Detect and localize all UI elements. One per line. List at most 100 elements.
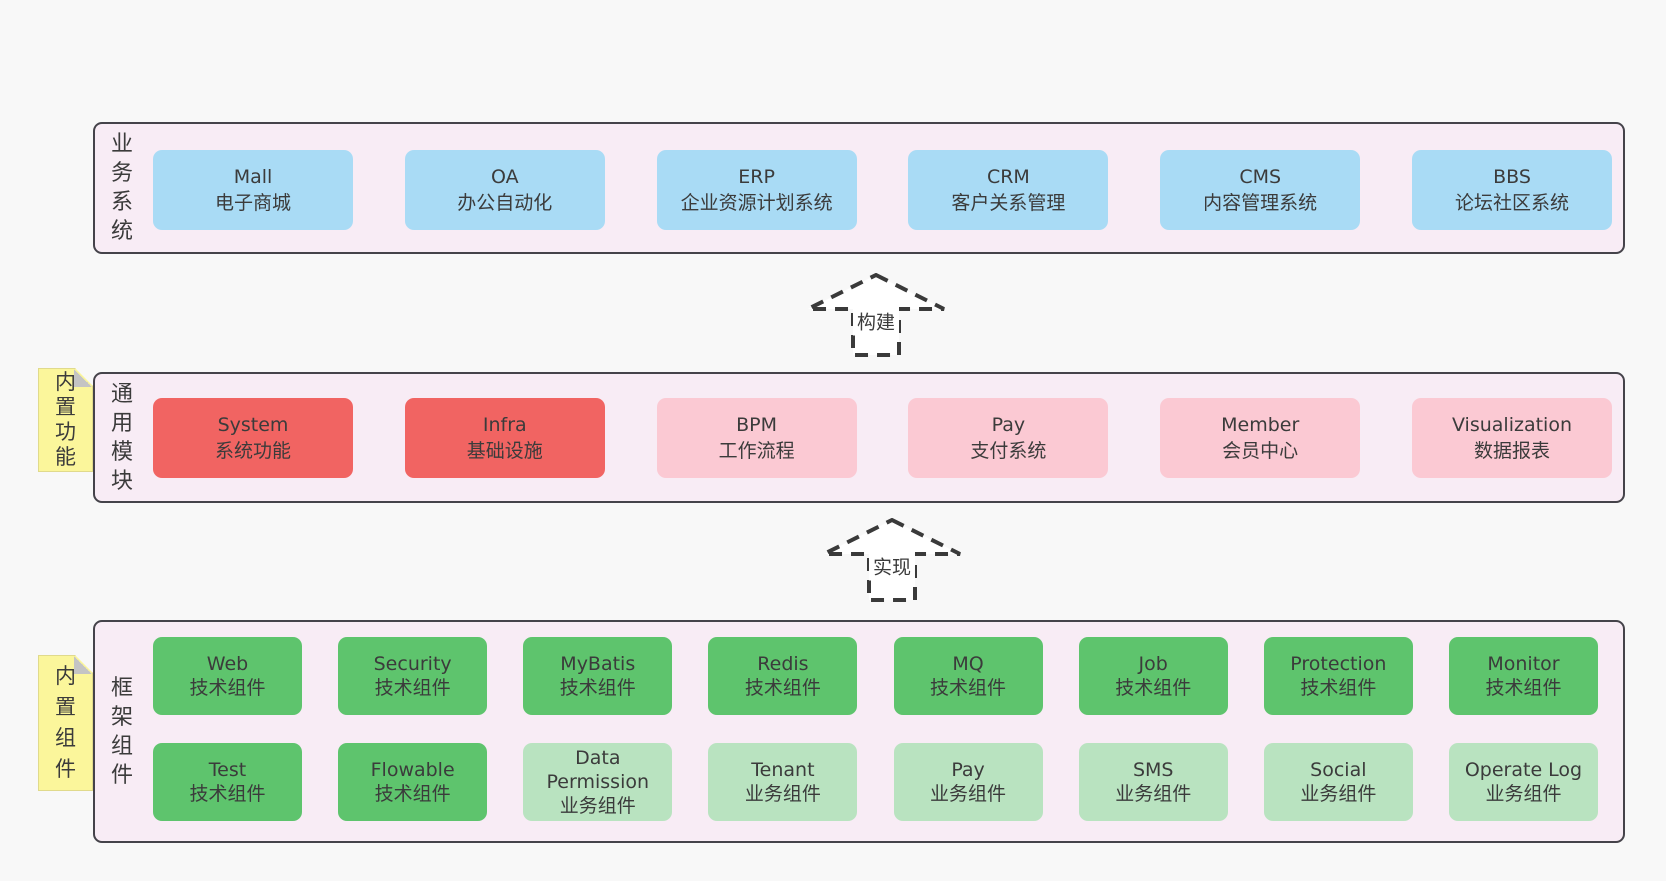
box-subtitle: 会员中心 <box>1222 440 1299 462</box>
box-security: Security 技术组件 <box>338 637 488 715</box>
layer-label: 业务系统 <box>110 132 133 244</box>
box-web: Web 技术组件 <box>153 637 302 715</box>
box-test: Test 技术组件 <box>153 743 302 821</box>
box-subtitle: 业务组件 <box>559 795 636 817</box>
box-title: BBS <box>1493 166 1531 188</box>
layer-label: 框架组件 <box>110 675 133 788</box>
box-mq: MQ 技术组件 <box>893 637 1043 715</box>
box-subtitle: 业务组件 <box>930 783 1007 805</box>
box-erp: ERP 企业资源计划系统 <box>656 150 857 230</box>
arrow-label: 实现 <box>868 551 916 581</box>
box-title: SMS <box>1132 759 1174 781</box>
box-cms: CMS 内容管理系统 <box>1160 150 1361 230</box>
box-tenant: Tenant 业务组件 <box>708 743 858 821</box>
box-title: MQ <box>952 653 984 675</box>
box-subtitle: 论坛社区系统 <box>1454 192 1569 214</box>
box-subtitle: 技术组件 <box>1115 677 1192 699</box>
box-mall: Mall 电子商城 <box>153 150 353 230</box>
box-title: Infra <box>482 414 527 436</box>
box-row: System 系统功能 Infra 基础设施 BPM 工作流程 Pay 支付系统… <box>153 398 1612 478</box>
box-title: Test <box>208 759 247 781</box>
box-title: CMS <box>1239 166 1282 188</box>
box-flowable: Flowable 技术组件 <box>338 743 488 821</box>
arrow-implement: 实现 <box>822 518 962 602</box>
box-title: Visualization <box>1451 414 1572 436</box>
box-title: Pay <box>991 414 1026 436</box>
box-row: Test 技术组件 Flowable 技术组件 Data Permission … <box>153 743 1598 821</box>
box-crm: CRM 客户关系管理 <box>908 150 1109 230</box>
box-title: Security <box>373 653 452 675</box>
box-social: Social 业务组件 <box>1263 743 1413 821</box>
box-subtitle: 技术组件 <box>374 783 451 805</box>
box-title: Pay <box>951 759 985 781</box>
box-subtitle: 企业资源计划系统 <box>680 192 833 214</box>
box-subtitle: 内容管理系统 <box>1203 192 1318 214</box>
sticky-note-text: 内置组件 <box>55 664 76 781</box>
box-mybatis: MyBatis 技术组件 <box>523 637 673 715</box>
box-subtitle: 业务组件 <box>1300 783 1377 805</box>
box-visualization: Visualization 数据报表 <box>1411 398 1612 478</box>
box-subtitle: 系统功能 <box>214 440 291 462</box>
box-title: CRM <box>986 166 1030 188</box>
arrow-build: 构建 <box>806 273 946 357</box>
box-title: Web <box>206 653 249 675</box>
box-title: Operate Log <box>1464 759 1583 781</box>
box-job: Job 技术组件 <box>1078 637 1228 715</box>
box-bpm: BPM 工作流程 <box>656 398 857 478</box>
box-subtitle: 数据报表 <box>1473 440 1550 462</box>
box-member: Member 会员中心 <box>1160 398 1361 478</box>
box-bbs: BBS 论坛社区系统 <box>1411 150 1612 230</box>
box-row: Mall 电子商城 OA 办公自动化 ERP 企业资源计划系统 CRM 客户关系… <box>153 150 1612 230</box>
box-infra: Infra 基础设施 <box>404 398 605 478</box>
box-title: Member <box>1221 414 1300 436</box>
sticky-note-text: 内置功能 <box>55 370 76 469</box>
arrow-label: 构建 <box>852 306 900 336</box>
box-subtitle: 业务组件 <box>1485 783 1562 805</box>
box-subtitle: 业务组件 <box>744 783 821 805</box>
box-title: ERP <box>738 166 775 188</box>
box-subtitle: 支付系统 <box>970 440 1047 462</box>
layer-label: 通用模块 <box>110 381 133 494</box>
box-operate-log: Operate Log 业务组件 <box>1448 743 1598 821</box>
box-oa: OA 办公自动化 <box>404 150 605 230</box>
folded-corner-icon <box>74 369 92 387</box>
box-subtitle: 技术组件 <box>930 677 1007 699</box>
box-pay: Pay 支付系统 <box>908 398 1109 478</box>
box-title: Flowable <box>370 759 455 781</box>
box-title: Mall <box>233 166 273 188</box>
box-redis: Redis 技术组件 <box>708 637 858 715</box>
layer-common-modules: 通用模块 System 系统功能 Infra 基础设施 BPM 工作流程 Pay… <box>93 372 1625 503</box>
box-subtitle: 技术组件 <box>744 677 821 699</box>
box-subtitle: 工作流程 <box>718 440 795 462</box>
box-subtitle: 技术组件 <box>374 677 451 699</box>
box-title: Redis <box>757 653 809 675</box>
box-monitor: Monitor 技术组件 <box>1448 637 1598 715</box>
box-subtitle: 基础设施 <box>466 440 543 462</box>
box-title: MyBatis <box>560 653 636 675</box>
sticky-note-built-in-functions: 内置功能 <box>38 368 93 472</box>
box-subtitle: 技术组件 <box>189 783 266 805</box>
box-subtitle: 办公自动化 <box>457 192 553 214</box>
box-subtitle: 客户关系管理 <box>951 192 1066 214</box>
box-subtitle: 技术组件 <box>189 677 266 699</box>
box-title: Monitor <box>1487 653 1560 675</box>
box-subtitle: 技术组件 <box>559 677 636 699</box>
box-sms: SMS 业务组件 <box>1078 743 1228 821</box>
box-pay-component: Pay 业务组件 <box>893 743 1043 821</box>
box-row: Web 技术组件 Security 技术组件 MyBatis 技术组件 Redi… <box>153 637 1598 715</box>
box-data-permission: Data Permission 业务组件 <box>523 743 673 821</box>
layer-business-systems: 业务系统 Mall 电子商城 OA 办公自动化 ERP 企业资源计划系统 CRM… <box>93 122 1625 254</box>
box-title: Job <box>1138 653 1168 675</box>
sticky-note-built-in-components: 内置组件 <box>38 655 93 791</box>
box-title: Protection <box>1290 653 1387 675</box>
box-protection: Protection 技术组件 <box>1263 637 1413 715</box>
box-title: OA <box>490 166 519 188</box>
box-title: Data Permission <box>546 747 650 793</box>
box-subtitle: 业务组件 <box>1115 783 1192 805</box>
box-system: System 系统功能 <box>153 398 353 478</box>
box-title: Tenant <box>751 759 815 781</box>
box-subtitle: 技术组件 <box>1485 677 1562 699</box>
box-title: BPM <box>736 414 778 436</box>
box-subtitle: 电子商城 <box>214 192 291 214</box>
